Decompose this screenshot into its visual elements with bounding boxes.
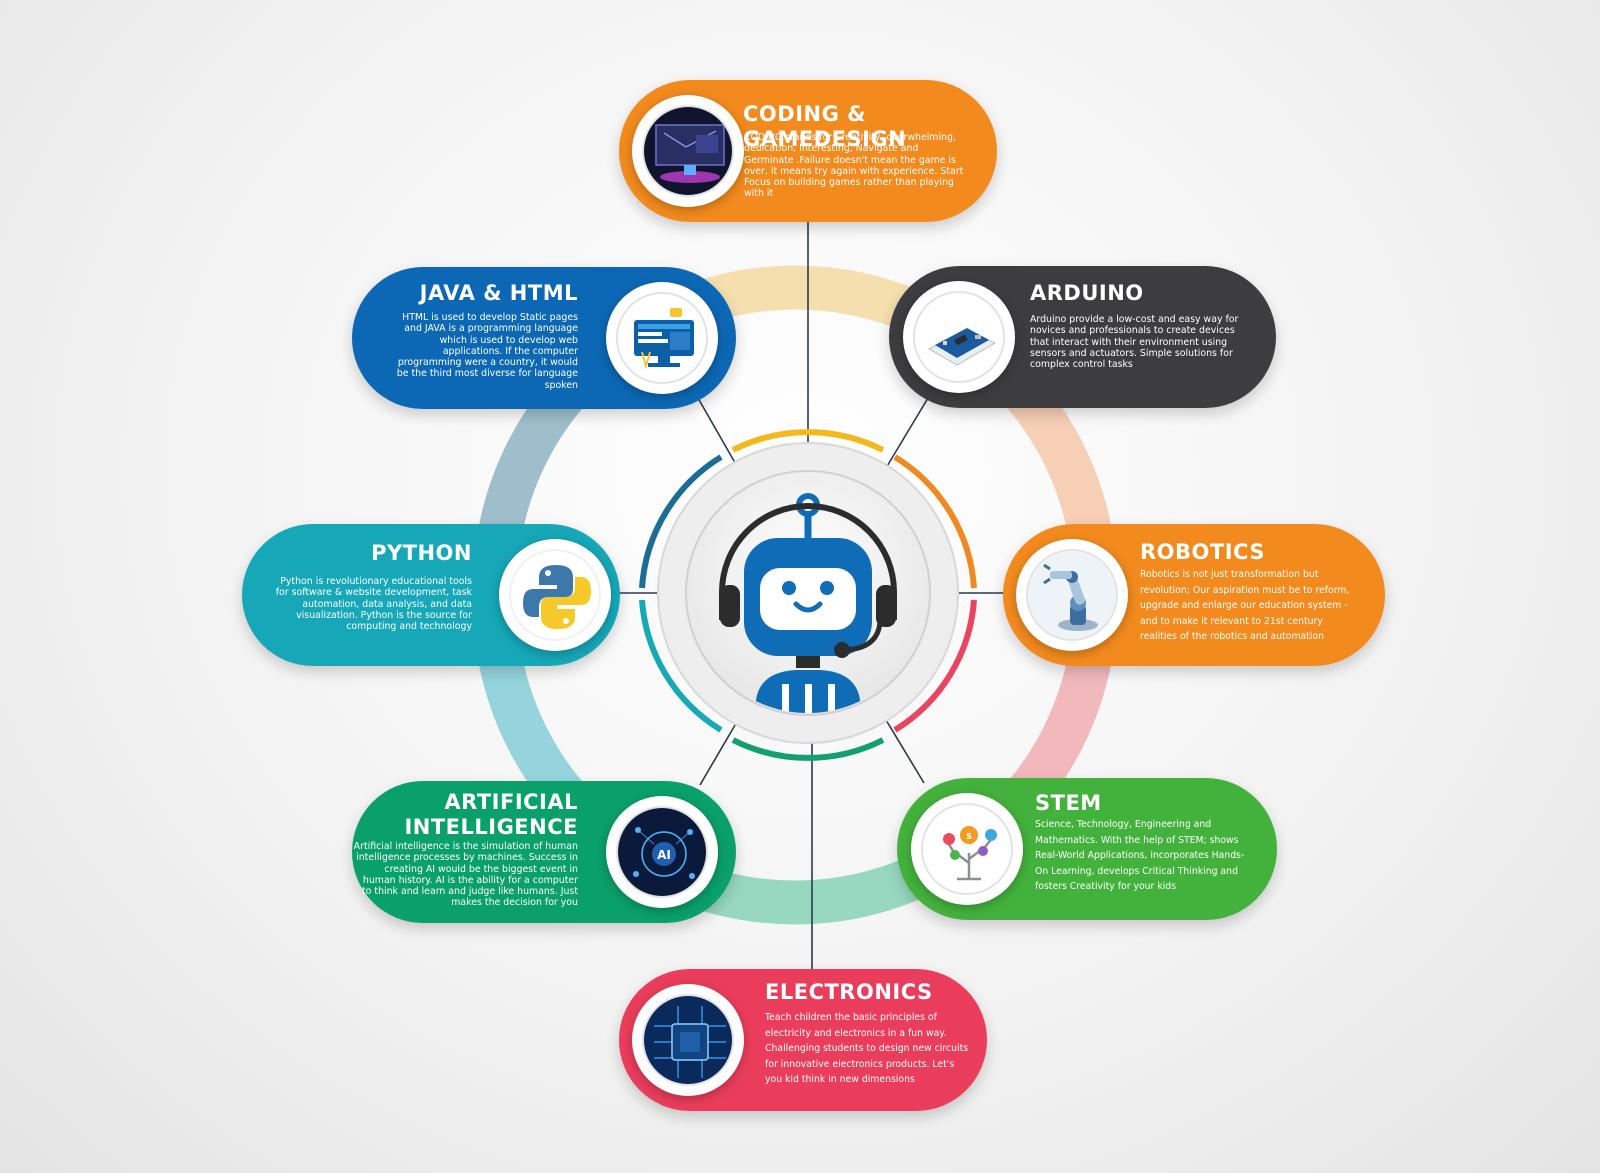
topic-python: PYTHON Python is revolutionary education…	[242, 524, 620, 666]
python-logo-icon	[511, 551, 599, 639]
coding-title: CODING & GAMEDESIGN	[743, 102, 907, 151]
inner-ring	[639, 429, 977, 761]
java-title: JAVA & HTML	[419, 281, 578, 305]
robotics-title: ROBOTICS	[1140, 540, 1265, 564]
java-description: HTML is used to develop Static pages and…	[396, 312, 578, 391]
arduino-description: Arduino provide a low-cost and easy way …	[1030, 314, 1239, 371]
robotics-description: Robotics is not just transformation but …	[1140, 569, 1350, 643]
ai-title: ARTIFICIAL INTELLIGENCE	[404, 790, 578, 839]
svg-text:AI: AI	[657, 848, 671, 862]
java-badge	[606, 282, 718, 394]
robot-arm-icon	[1028, 551, 1116, 639]
stem-title: STEM	[1035, 791, 1102, 815]
ai-description: Artificial intelligence is the simulatio…	[353, 841, 578, 909]
topic-electronics: ELECTRONICS Teach children the basic pri…	[619, 969, 987, 1111]
coding-badge	[632, 95, 744, 207]
topic-java-html: JAVA & HTML HTML is used to develop Stat…	[352, 267, 736, 409]
coding-description: CODING stands for Creativity, overwhelmi…	[744, 132, 964, 200]
circuit-chip-icon	[644, 996, 732, 1084]
arduino-title: ARDUINO	[1030, 281, 1144, 305]
electronics-badge	[632, 984, 744, 1096]
topic-artificial-intelligence: AI ARTIFICIAL INTELLIGENCE Artificial in…	[352, 781, 736, 923]
topic-robotics: ROBOTICS Robotics is not just transforma…	[1003, 524, 1385, 666]
svg-text:S: S	[966, 832, 972, 841]
topic-coding-gamedesign: CODING & GAMEDESIGN CODING stands for Cr…	[619, 80, 997, 222]
ai-badge: AI	[606, 796, 718, 908]
arduino-board-icon	[915, 293, 1003, 381]
web-development-icon	[618, 294, 706, 382]
python-badge	[499, 539, 611, 651]
python-description: Python is revolutionary educational tool…	[275, 576, 472, 633]
electronics-title: ELECTRONICS	[765, 980, 933, 1004]
topic-arduino: ARDUINO Arduino provide a low-cost and e…	[889, 266, 1276, 408]
python-title: PYTHON	[371, 541, 472, 565]
connector-lines	[610, 220, 1006, 972]
ai-brain-icon: AI	[618, 808, 706, 896]
robotics-badge	[1016, 539, 1128, 651]
arduino-badge	[903, 281, 1015, 393]
stem-tree-icon: S	[923, 805, 1011, 893]
topic-stem: S STEM Science, Technology, Engineering …	[897, 778, 1277, 920]
stem-description: Science, Technology, Engineering and Mat…	[1035, 819, 1245, 893]
game-screen-icon	[644, 107, 732, 195]
robot-headset-icon	[719, 493, 897, 713]
stem-badge: S	[911, 793, 1023, 905]
electronics-description: Teach children the basic principles of e…	[765, 1012, 969, 1086]
